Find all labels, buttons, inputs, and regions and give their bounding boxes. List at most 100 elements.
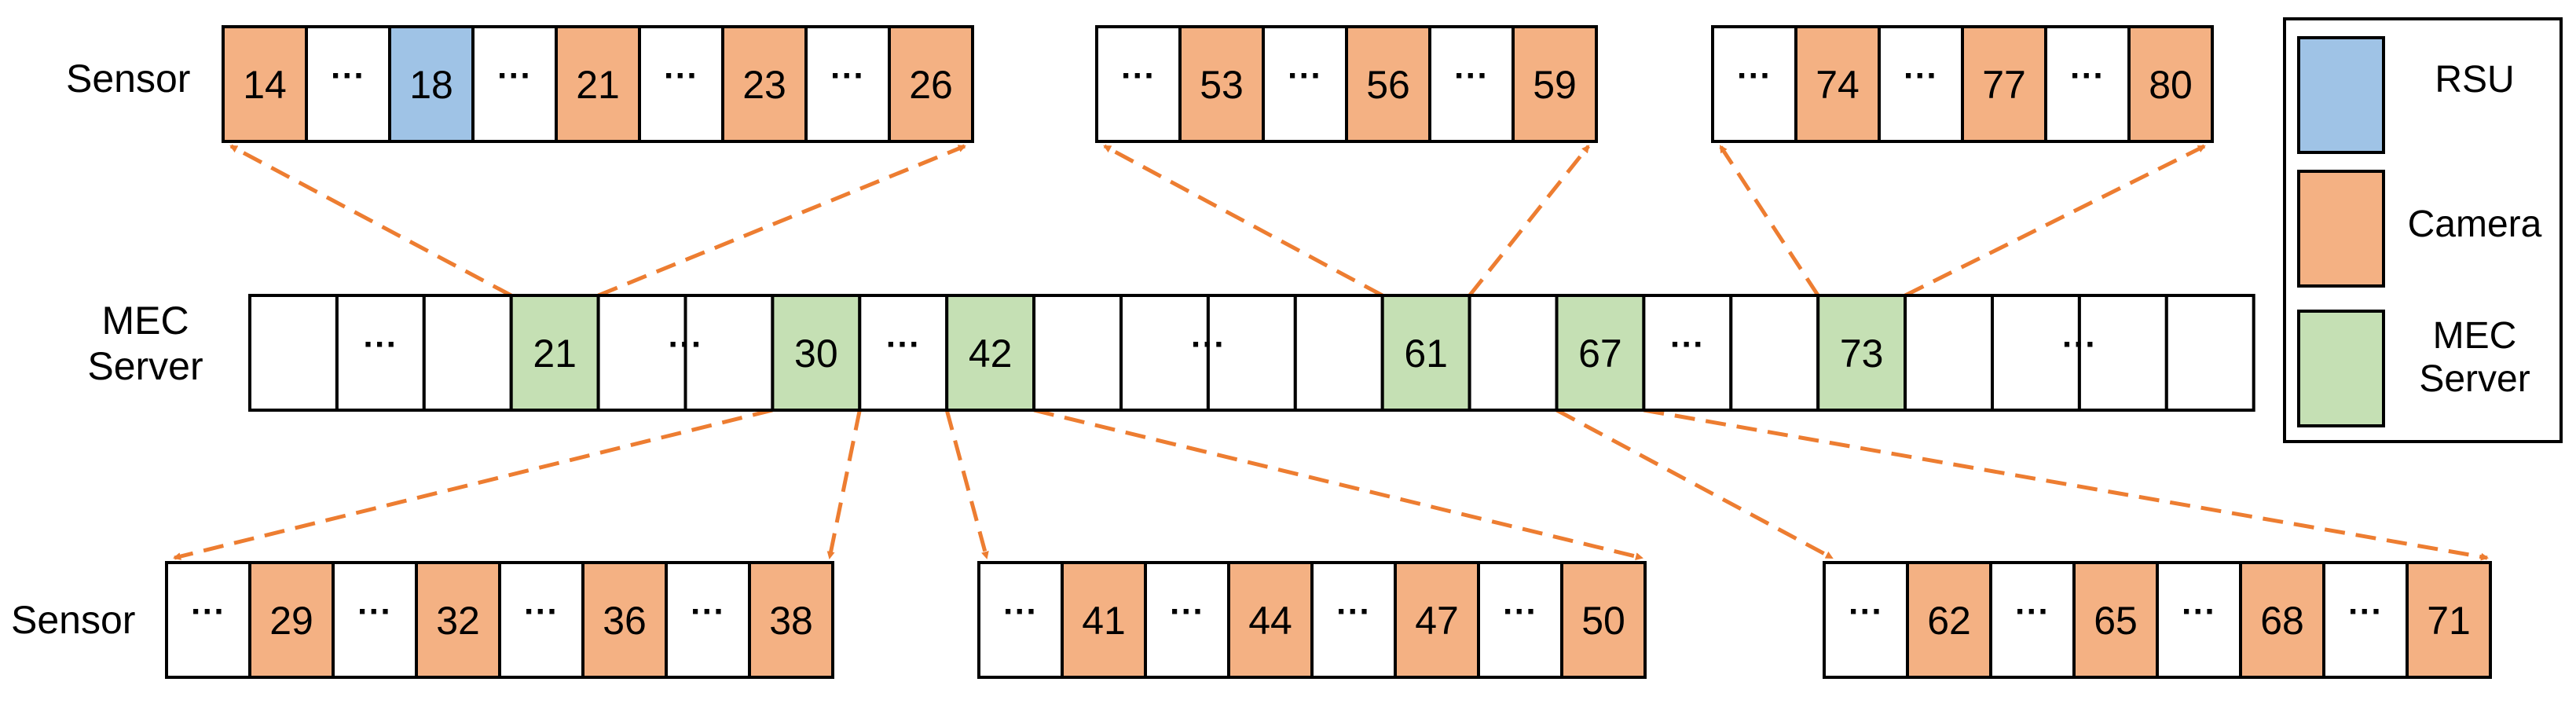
bottom-sensor-1-cell-2: 29: [248, 561, 335, 679]
arrow-mec-to-bottom-1-left: [173, 408, 773, 560]
mec-cell-16: 67: [1555, 294, 1646, 412]
mec-cell-1-box: [248, 294, 339, 412]
arrow-mec-to-bottom-2-left: [944, 409, 989, 559]
bottom-sensor-2-cell-4: 44: [1227, 561, 1314, 679]
top-sensor-1-cell-7-label: 23: [742, 63, 786, 107]
bottom-sensor-2-cell-6: 47: [1394, 561, 1480, 679]
top-sensor-3-cell-1-box: [1711, 25, 1797, 143]
bottom-sensor-2-cell-8: 50: [1560, 561, 1647, 679]
mec-cell-2: ···: [335, 294, 426, 412]
bottom-sensor-3-cell-2-label: 62: [1927, 599, 1971, 643]
bottom-sensor-1-cell-1-label: ···: [191, 592, 225, 631]
bottom-sensor-2-cell-4-label: 44: [1248, 599, 1292, 643]
top-sensor-3-cell-3: ···: [1878, 25, 1964, 143]
bottom-sensor-1-cell-7-box: [665, 561, 751, 679]
mec-cell-9: 42: [945, 294, 1036, 412]
top-sensor-1-cell-5: 21: [555, 25, 641, 143]
mec-cell-21: [1991, 294, 2081, 412]
top-sensor-3-cell-4-box: [1961, 25, 2047, 143]
top-sensor-1-cell-3-label: 18: [409, 63, 453, 107]
top-sensor-1-cell-7: 23: [721, 25, 808, 143]
top-sensor-2-cell-5-label: ···: [1454, 57, 1489, 95]
bottom-sensor-3-cell-7: ···: [2322, 561, 2409, 679]
top-sensor-1-cell-2-box: [305, 25, 391, 143]
top-sensor-2-cell-5-box: [1428, 25, 1515, 143]
mec-cell-22-box: [2077, 294, 2168, 412]
top-sensor-2-cell-1: ···: [1095, 25, 1182, 143]
bottom-sensor-1-cell-8-label: 38: [769, 599, 813, 643]
mec-cell-7: 30: [771, 294, 862, 412]
mec-cell-18-box: [1729, 294, 1820, 412]
arrow-mec-to-top-1-right: [597, 144, 966, 298]
top-sensor-3-cell-4: 77: [1961, 25, 2047, 143]
top-sensor-3-cell-1-label: ···: [1737, 57, 1772, 95]
top-sensor-3-cell-1: ···: [1711, 25, 1797, 143]
top-sensor-1-cell-4: ···: [471, 25, 558, 143]
legend-rsu-swatch: [2297, 36, 2385, 154]
mec-cell-15-box: [1468, 294, 1559, 412]
top-sensor-1-cell-9-box: [888, 25, 974, 143]
mec-cell-5: [596, 294, 687, 412]
mec-cell-10-box: [1032, 294, 1123, 412]
bottom-sensor-3-cell-4-label: 65: [2094, 599, 2138, 643]
bottom-sensor-3-cell-3-label: ···: [2015, 592, 2050, 631]
mec-cell-11: [1119, 294, 1210, 412]
top-sensor-2-cell-6-box: [1512, 25, 1598, 143]
bottom-sensor-row: ···29···32···36···38···41···44···47···50…: [165, 561, 2492, 679]
mec-cell-16-box: [1555, 294, 1646, 412]
bottom-sensor-1-cell-3: ···: [332, 561, 418, 679]
bottom-sensor-2-cell-2-label: 41: [1082, 599, 1126, 643]
bottom-sensor-1-cell-1: ···: [165, 561, 251, 679]
mec-cell-14: 61: [1380, 294, 1471, 412]
legend-camera-swatch: [2297, 170, 2385, 288]
bottom-sensor-3-cell-1: ···: [1823, 561, 1909, 679]
mec-cell-17-box: [1642, 294, 1733, 412]
connection-arrows: [173, 144, 2489, 561]
top-sensor-1-cell-5-label: 21: [576, 63, 620, 107]
bottom-sensor-1-cell-6-box: [581, 561, 668, 679]
bottom-sensor-1-cell-8: 38: [748, 561, 834, 679]
mec-cell-17: ···: [1642, 294, 1733, 412]
bottom-sensor-1-cell-7: ···: [665, 561, 751, 679]
mec-cell-2-label: ···: [363, 325, 398, 364]
bottom-sensor-3-cell-7-box: [2322, 561, 2409, 679]
top-sensor-2-cell-4-label: 56: [1366, 63, 1410, 107]
bottom-sensor-2-cell-6-box: [1394, 561, 1480, 679]
legend-mec-swatch: [2297, 310, 2385, 427]
top-sensor-1-cell-9: 26: [888, 25, 974, 143]
top-sensor-1-cell-2-label: ···: [331, 57, 365, 95]
top-sensor-2-cell-3-label: ···: [1288, 57, 1322, 95]
top-sensor-1-cell-2: ···: [305, 25, 391, 143]
mec-cell-7-box: [771, 294, 862, 412]
legend-mec-label: MEC Server: [2396, 314, 2553, 401]
bottom-sensor-1-cell-5: ···: [498, 561, 584, 679]
top-sensor-1-cell-1-label: 14: [243, 63, 287, 107]
mec-label-line2: Server: [87, 343, 203, 388]
mec-cell-19-label: 73: [1840, 332, 1884, 376]
legend-rsu-label: RSU: [2435, 59, 2515, 101]
mec-cell-8-label: ···: [886, 325, 921, 364]
mec-cell-5-box: [596, 294, 687, 412]
bottom-sensor-1-cell-5-label: ···: [524, 592, 559, 631]
top-sensor-1-cell-6-label: ···: [664, 57, 698, 95]
bottom-sensor-1-cell-4-box: [415, 561, 501, 679]
top-sensor-1-cell-1: 14: [222, 25, 308, 143]
bottom-sensor-3-cell-8-label: 71: [2427, 599, 2471, 643]
arrow-mec-to-bottom-3-right: [1643, 408, 2489, 561]
mec-cell-18: [1729, 294, 1820, 412]
bottom-sensor-1-cell-6-label: 36: [603, 599, 647, 643]
mec-label-line1: MEC: [101, 299, 189, 343]
bottom-sensor-3-cell-8-box: [2406, 561, 2492, 679]
bottom-sensor-2-cell-1-box: [977, 561, 1064, 679]
bottom-sensor-1-cell-6: 36: [581, 561, 668, 679]
bottom-sensor-2-cell-7-label: ···: [1503, 592, 1537, 631]
top-sensor-1-cell-8: ···: [804, 25, 891, 143]
top-sensor-3-cell-2-label: 74: [1816, 63, 1860, 107]
bottom-sensor-3-cell-7-label: ···: [2348, 592, 2383, 631]
mec-cell-23: [2164, 294, 2255, 412]
mec-cell-6-box: [683, 294, 775, 412]
mec-cell-15: [1468, 294, 1559, 412]
bottom-sensor-1-cell-1-box: [165, 561, 251, 679]
top-sensor-3-cell-4-label: 77: [1982, 63, 2026, 107]
